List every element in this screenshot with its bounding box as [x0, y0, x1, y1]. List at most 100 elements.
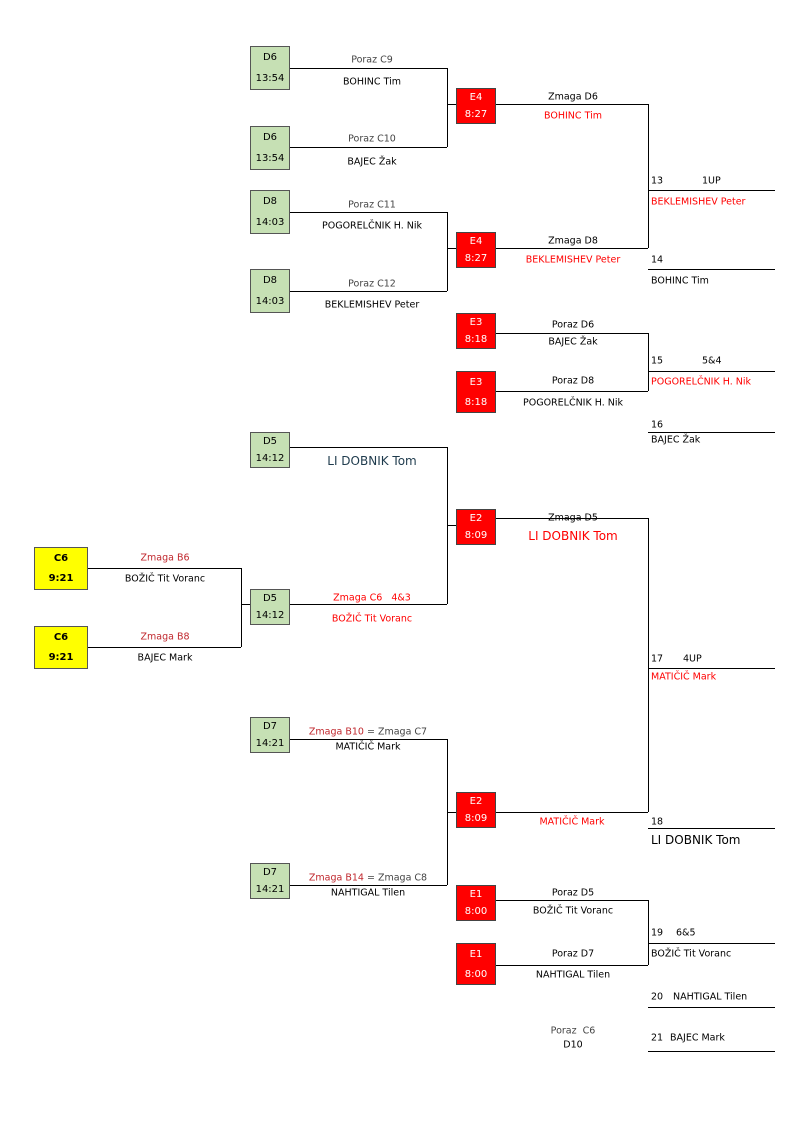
winner-name: BEKLEMISHEV Peter	[525, 254, 621, 266]
bracket-line	[648, 432, 775, 433]
player-name: BAJEC Mark	[137, 652, 193, 664]
source-label: Poraz D8	[551, 375, 595, 387]
match-code: D7	[262, 721, 278, 732]
place-name: BOHINC Tim	[651, 275, 709, 287]
match-code: D8	[262, 196, 278, 207]
winner-name: LI DOBNIK Tom	[528, 529, 618, 543]
place-name: BAJEC Mark	[670, 1032, 725, 1044]
bracket-line	[648, 943, 775, 944]
match-time: 13:54	[255, 73, 285, 84]
source-label-rest: = Zmaga C7	[363, 726, 428, 738]
source-label: Zmaga B10 = Zmaga C7	[309, 727, 427, 738]
place-number: 19	[651, 927, 664, 939]
bracket-line	[648, 1051, 775, 1052]
match-code: D8	[262, 275, 278, 286]
match-time: 14:12	[255, 610, 285, 621]
player-name: BEKLEMISHEV Peter	[324, 299, 420, 311]
bracket-line	[496, 965, 648, 966]
match-time: 8:18	[464, 396, 488, 408]
bracket-line	[290, 68, 447, 69]
match-time: 8:00	[464, 906, 488, 917]
player-name: POGORELČNIK H. Nik	[322, 220, 422, 232]
bracket-line	[648, 1007, 775, 1008]
player-name: MATIČIČ Mark	[335, 741, 401, 753]
player-name: BOHINC Tim	[343, 76, 401, 88]
place-score: 5&4	[702, 355, 722, 367]
match-box-d7: D7 14:21	[250, 717, 290, 753]
match-code: E1	[469, 889, 483, 900]
source-label: Zmaga B8	[140, 631, 190, 643]
bracket-line	[496, 391, 648, 392]
bracket-line	[290, 604, 447, 605]
source-label: Poraz C9	[351, 54, 393, 66]
bracket-line	[241, 604, 250, 605]
source-label: Poraz C6	[550, 1025, 596, 1037]
bracket-line	[290, 739, 447, 740]
match-time: 14:03	[255, 296, 285, 307]
place-number: 15	[651, 355, 664, 367]
bracket-line	[447, 525, 456, 526]
match-box-e4: E4 8:27	[456, 88, 496, 124]
place-number: 20	[651, 991, 664, 1003]
source-label: Poraz C10	[348, 133, 396, 145]
place-number: 17	[651, 653, 664, 665]
match-code: C6	[53, 631, 69, 643]
source-label-red: Zmaga B10	[308, 726, 364, 738]
match-time: 9:21	[48, 652, 74, 664]
match-box-e3: E3 8:18	[456, 371, 496, 413]
place-number: 14	[651, 254, 664, 266]
bracket-line	[648, 828, 775, 829]
match-code: E3	[469, 376, 483, 388]
bracket-line	[290, 147, 447, 148]
match-box-c6: C6 9:21	[34, 626, 88, 669]
bracket-line	[447, 248, 456, 249]
match-code: E4	[469, 236, 483, 247]
place-number: 16	[651, 419, 664, 431]
match-box-d5: D5 14:12	[250, 432, 290, 468]
player-name: NAHTIGAL Tilen	[535, 969, 611, 981]
match-code: D5	[262, 593, 278, 604]
match-code: E4	[469, 92, 483, 103]
place-name: BEKLEMISHEV Peter	[651, 196, 746, 208]
player-name: NAHTIGAL Tilen	[330, 887, 406, 899]
bracket-line	[648, 900, 649, 965]
bracket-line	[241, 568, 242, 647]
place-score: 1UP	[702, 175, 721, 187]
source-label: Poraz D5	[551, 887, 595, 899]
winner-name: BOHINC Tim	[544, 110, 602, 122]
bracket-line	[290, 212, 447, 213]
bracket-line	[648, 518, 649, 812]
match-time: 9:21	[48, 573, 74, 585]
bracket-line	[496, 518, 648, 519]
bracket-line	[447, 212, 448, 291]
bracket-line	[496, 333, 648, 334]
match-code: E2	[469, 796, 483, 807]
player-name: BOŽIČ Tit Voranc	[124, 573, 206, 585]
match-time: 14:12	[255, 453, 285, 464]
match-box-d8: D8 14:03	[250, 269, 290, 313]
match-code: E3	[469, 317, 483, 328]
place-score: 4UP	[683, 653, 702, 665]
place-name: BOŽIČ Tit Voranc	[651, 948, 732, 960]
source-label: Poraz D6	[551, 319, 595, 331]
bracket-line	[648, 269, 775, 270]
match-time: 8:18	[464, 334, 488, 345]
match-code: D7	[262, 867, 278, 878]
match-code: D5	[262, 436, 278, 447]
bracket-line	[447, 68, 448, 147]
match-time: 8:00	[464, 968, 488, 980]
place-name: NAHTIGAL Tilen	[673, 991, 748, 1003]
match-time: 8:27	[464, 109, 488, 120]
player-name: LI DOBNIK Tom	[327, 454, 417, 468]
match-time: 14:21	[255, 738, 285, 749]
bracket-line	[648, 371, 775, 372]
bracket-line	[447, 812, 456, 813]
place-name: LI DOBNIK Tom	[651, 833, 741, 847]
bracket-line	[496, 104, 648, 105]
